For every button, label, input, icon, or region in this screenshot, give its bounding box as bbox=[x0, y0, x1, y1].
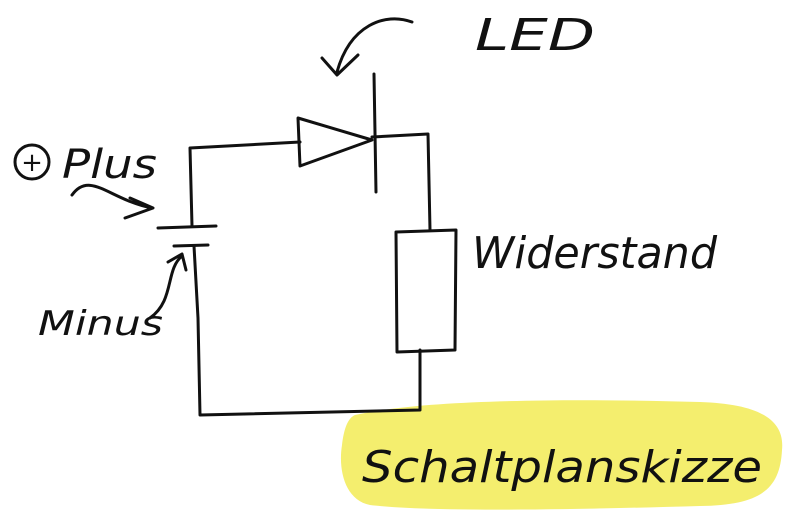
minus-pointer-arrow bbox=[148, 252, 188, 320]
plus-pointer-arrow bbox=[70, 183, 155, 220]
title-highlight bbox=[340, 400, 783, 510]
plus-label: Plus bbox=[62, 142, 157, 188]
wire-left-bottom bbox=[192, 244, 422, 417]
led-label: LED bbox=[475, 10, 595, 61]
wire-top-right bbox=[370, 132, 432, 232]
diagram-title: Schaltplanskizze bbox=[362, 442, 762, 493]
minus-label: Minus bbox=[38, 304, 163, 344]
wire-top-left bbox=[188, 140, 302, 228]
plus-circle-icon bbox=[13, 143, 51, 181]
led-pointer-arrow bbox=[320, 17, 414, 77]
resistor-symbol bbox=[394, 228, 458, 354]
resistor-label: Widerstand bbox=[472, 228, 718, 279]
plus-symbol: + bbox=[21, 148, 43, 178]
led-cathode-bar bbox=[372, 72, 378, 194]
battery-negative-plate bbox=[172, 243, 210, 248]
battery-positive-plate bbox=[156, 224, 218, 230]
led-diode-symbol bbox=[296, 116, 374, 168]
